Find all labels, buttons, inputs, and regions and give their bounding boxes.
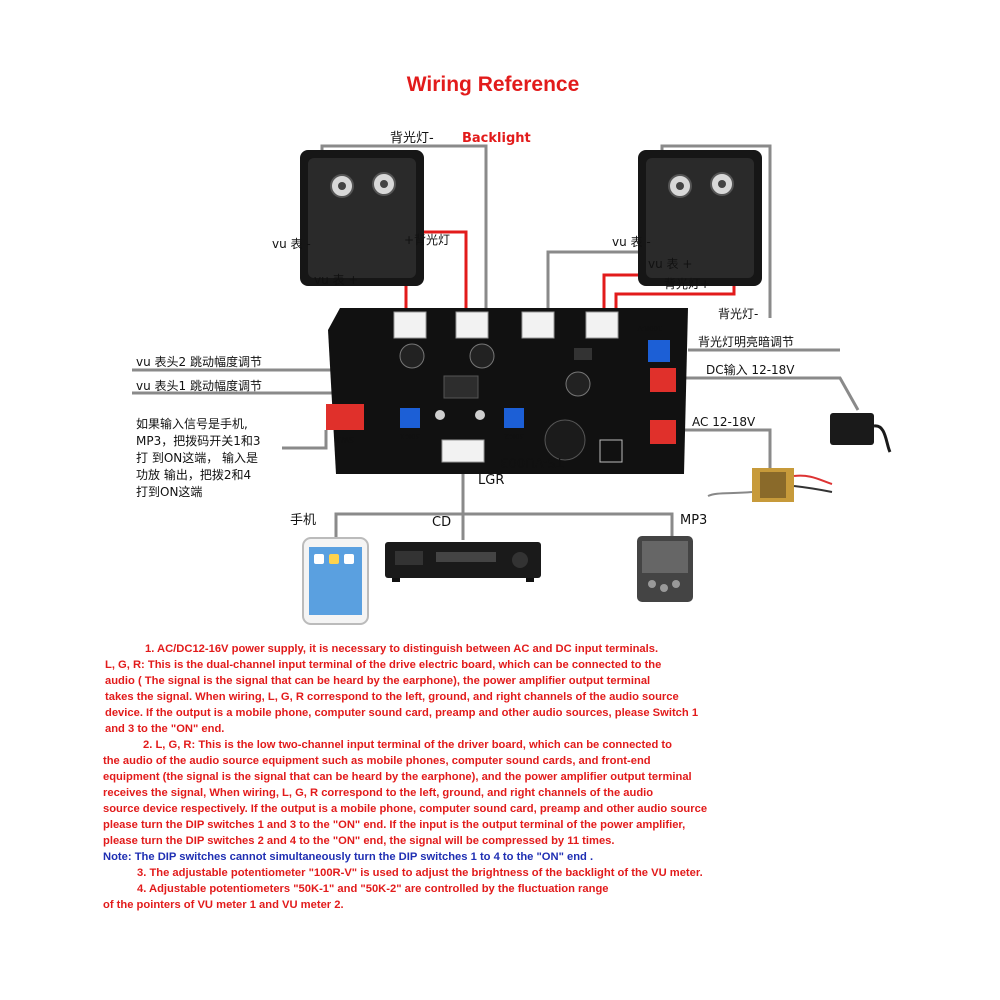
vu-meter-right — [638, 150, 762, 286]
page-title: Wiring Reference — [407, 73, 580, 96]
note-line: 1. AC/DC12-16V power supply, it is neces… — [145, 643, 659, 655]
dip-note-line-4: 功放 输出，把拨2和4 — [136, 467, 251, 482]
label-backlight-en: Backlight — [462, 131, 531, 146]
driver-board: TS-VU003 SW1 50K-1 50K-2 100R-V — [326, 308, 688, 474]
note-line: source device respectively. If the outpu… — [103, 803, 708, 815]
label-vu1-adj: vu 表头1 跳动幅度调节 — [136, 378, 262, 393]
note-line: the audio of the audio source equipment … — [103, 755, 651, 767]
label-backlight-pos-left: +背光灯 — [404, 233, 450, 247]
note-line: L, G, R: This is the dual-channel input … — [105, 659, 662, 671]
label-ac-input: AC 12-18V — [692, 415, 756, 429]
label-backlight-neg: 背光灯- — [390, 131, 434, 146]
label-cd: CD — [432, 515, 451, 530]
notes-section: 1. AC/DC12-16V power supply, it is neces… — [103, 641, 903, 913]
note-line: device. If the output is a mobile phone,… — [105, 707, 699, 719]
note-line: and 3 to the "ON" end. — [105, 723, 225, 735]
label-brightness-adj: 背光灯明亮暗调节 — [698, 334, 794, 349]
label-dc-input: DC输入 12-18V — [706, 362, 795, 377]
note-line: 2. L, G, R: This is the low two-channel … — [143, 739, 672, 751]
board-model-label: TS-VU003 — [500, 454, 564, 469]
label-vu-pos-right: vu 表 + — [648, 257, 692, 271]
dip-note-line-5: 打到ON这端 — [136, 484, 202, 499]
label-backlight-pos-right: 背光灯+ — [664, 277, 710, 291]
dc-adapter — [830, 413, 892, 453]
mp3-player-device — [637, 536, 693, 602]
note-line: of the pointers of VU meter 1 and VU met… — [103, 899, 344, 911]
board-sw-label: SW1 — [336, 435, 354, 444]
dip-note-line-2: MP3，把拨码开关1和3 — [136, 434, 261, 448]
phone-device — [302, 537, 369, 625]
label-vu-neg-left: vu 表 - — [272, 237, 311, 251]
note-line: receives the signal, When wiring, L, G, … — [103, 787, 654, 799]
board-pot3-label: 100R-V — [637, 324, 662, 332]
label-mp3: MP3 — [680, 513, 707, 528]
label-vu-pos-left: vu 表 + — [314, 273, 358, 287]
note-line: equipment (the signal is the signal that… — [103, 771, 692, 783]
label-vu2-adj: vu 表头2 跳动幅度调节 — [136, 354, 262, 369]
note-line: 3. The adjustable potentiometer "100R-V"… — [137, 867, 703, 879]
dip-note-line-1: 如果输入信号是手机, — [136, 416, 248, 431]
label-lgr: LGR — [478, 473, 504, 488]
note-line: 4. Adjustable potentiometers "50K-1" and… — [137, 883, 609, 895]
note-line: please turn the DIP switches 2 and 4 to … — [103, 835, 615, 847]
board-pot1-label: 50K-1 — [400, 432, 420, 440]
board-pot2-label: 50K-2 — [504, 432, 524, 440]
ac-transformer — [707, 468, 833, 502]
note-line: please turn the DIP switches 1 and 3 to … — [103, 819, 686, 831]
cd-player-device — [385, 542, 541, 582]
note-line: audio ( The signal is the signal that ca… — [105, 675, 651, 687]
note-line: Note: The DIP switches cannot simultaneo… — [103, 851, 594, 863]
vu-meter-left — [300, 150, 424, 286]
dip-note-line-3: 打 到ON这端， 输入是 — [136, 450, 258, 465]
label-vu-neg-right: vu 表 - — [612, 235, 651, 249]
label-backlight-neg-right: 背光灯- — [718, 307, 758, 321]
wiring-diagram: Wiring Reference — [132, 73, 892, 625]
label-phone: 手机 — [290, 513, 316, 528]
note-line: takes the signal. When wiring, L, G, R c… — [105, 691, 679, 703]
